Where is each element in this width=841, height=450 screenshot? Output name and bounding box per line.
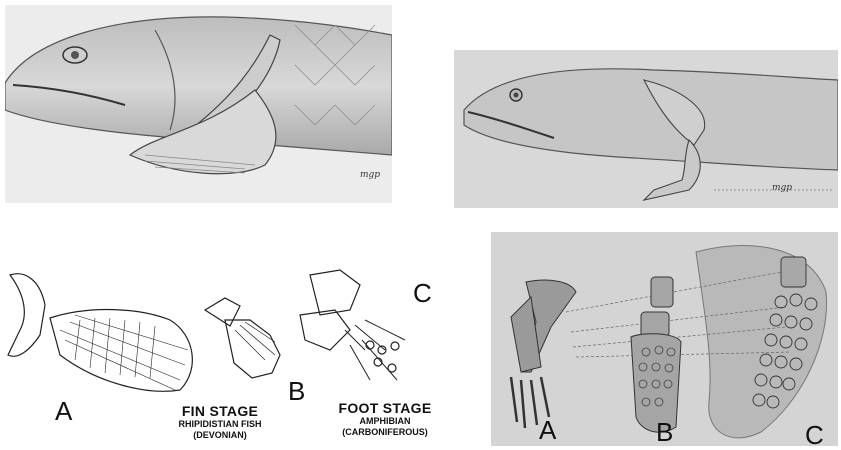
fin-stage-line1: RHIPIDISTIAN FISH — [160, 419, 280, 430]
amphibian-illustration: mgp — [454, 50, 838, 208]
fin-stage-title: FIN STAGE — [160, 403, 280, 419]
model-label-b: B — [656, 419, 673, 445]
model-label-c: C — [805, 422, 824, 446]
model-drawing — [491, 232, 838, 446]
fin-skeleton-a — [8, 274, 45, 357]
model-label-a: A — [539, 417, 556, 443]
fish-drawing: mgp — [5, 5, 392, 203]
label-b: B — [288, 378, 305, 404]
fin-to-foot-diagram: A B C FIN STAGE RHIPIDISTIAN FISH (DEVON… — [0, 250, 460, 450]
foot-bones-c — [300, 270, 360, 350]
foot-stage-caption: FOOT STAGE AMPHIBIAN (CARBONIFEROUS) — [325, 400, 445, 438]
fin-stage-caption: FIN STAGE RHIPIDISTIAN FISH (DEVONIAN) — [160, 403, 280, 441]
amphibian-drawing: mgp — [454, 50, 838, 208]
amphibian-signature: mgp — [772, 183, 792, 193]
fish-head-illustration: mgp — [5, 5, 392, 203]
fish-signature: mgp — [360, 170, 380, 180]
foot-stage-line1: AMPHIBIAN — [325, 416, 445, 427]
foot-stage-line2: (CARBONIFEROUS) — [325, 427, 445, 438]
label-a: A — [55, 398, 72, 424]
limb-model-photo: A B C — [491, 232, 838, 446]
fin-stage-line2: (DEVONIAN) — [160, 430, 280, 441]
foot-stage-title: FOOT STAGE — [325, 400, 445, 416]
label-c: C — [413, 280, 432, 306]
